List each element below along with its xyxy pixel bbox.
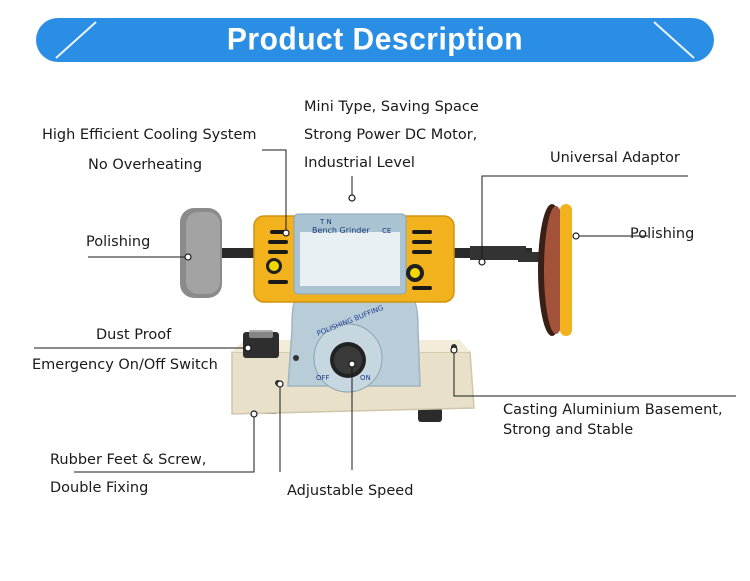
rubber-foot-right	[418, 408, 442, 422]
callout-emergency-switch: Emergency On/Off Switch	[32, 357, 218, 373]
motor-housing	[253, 215, 455, 303]
callout-dust-proof: Dust Proof	[96, 327, 172, 343]
base-body	[231, 351, 475, 415]
callout-polishing-left: Polishing	[86, 234, 151, 250]
base-top	[232, 340, 470, 352]
dial-ring-label: POLISHING BUFFING	[316, 304, 385, 338]
callout-adjustable-speed: Adjustable Speed	[287, 483, 414, 499]
brand-text: T N	[319, 218, 332, 226]
shaft	[222, 248, 532, 258]
callout-polishing-right: Polishing	[630, 226, 695, 242]
page-title: Product Description	[226, 22, 524, 57]
callout-mini-type-1: Mini Type, Saving Space	[304, 99, 479, 115]
header-banner: Product Description	[36, 18, 714, 62]
callout-cooling-1: High Efficient Cooling System	[42, 127, 257, 143]
model-text: Bench Grinder	[312, 226, 370, 235]
polishing-wheel-left	[180, 208, 222, 298]
banner-shape	[36, 18, 714, 62]
vents-left	[268, 230, 288, 284]
callout-dots	[184, 194, 580, 418]
pedestal	[287, 299, 421, 387]
callout-mini-type-2: Strong Power DC Motor,	[304, 127, 478, 143]
motor-label-plate	[293, 213, 407, 295]
vents-right	[412, 230, 432, 290]
callout-casting-base-2: Strong and Stable	[503, 422, 634, 438]
emergency-switch	[243, 332, 279, 358]
callout-universal-adaptor: Universal Adaptor	[550, 150, 680, 166]
dial-on-label: ON	[360, 374, 371, 382]
speed-knob	[330, 342, 366, 378]
rubber-foot-left	[254, 400, 278, 414]
callout-rubber-feet-2: Double Fixing	[50, 480, 149, 496]
callout-rubber-feet-1: Rubber Feet & Screw,	[50, 452, 207, 468]
polishing-pad-right	[538, 204, 566, 336]
dial-off-label: OFF	[316, 374, 330, 382]
callout-cooling-2: No Overheating	[88, 157, 203, 173]
ce-mark: CE	[382, 227, 391, 235]
callout-casting-base-1: Casting Aluminium Basement,	[503, 402, 723, 418]
callout-mini-type-3: Industrial Level	[304, 155, 415, 171]
